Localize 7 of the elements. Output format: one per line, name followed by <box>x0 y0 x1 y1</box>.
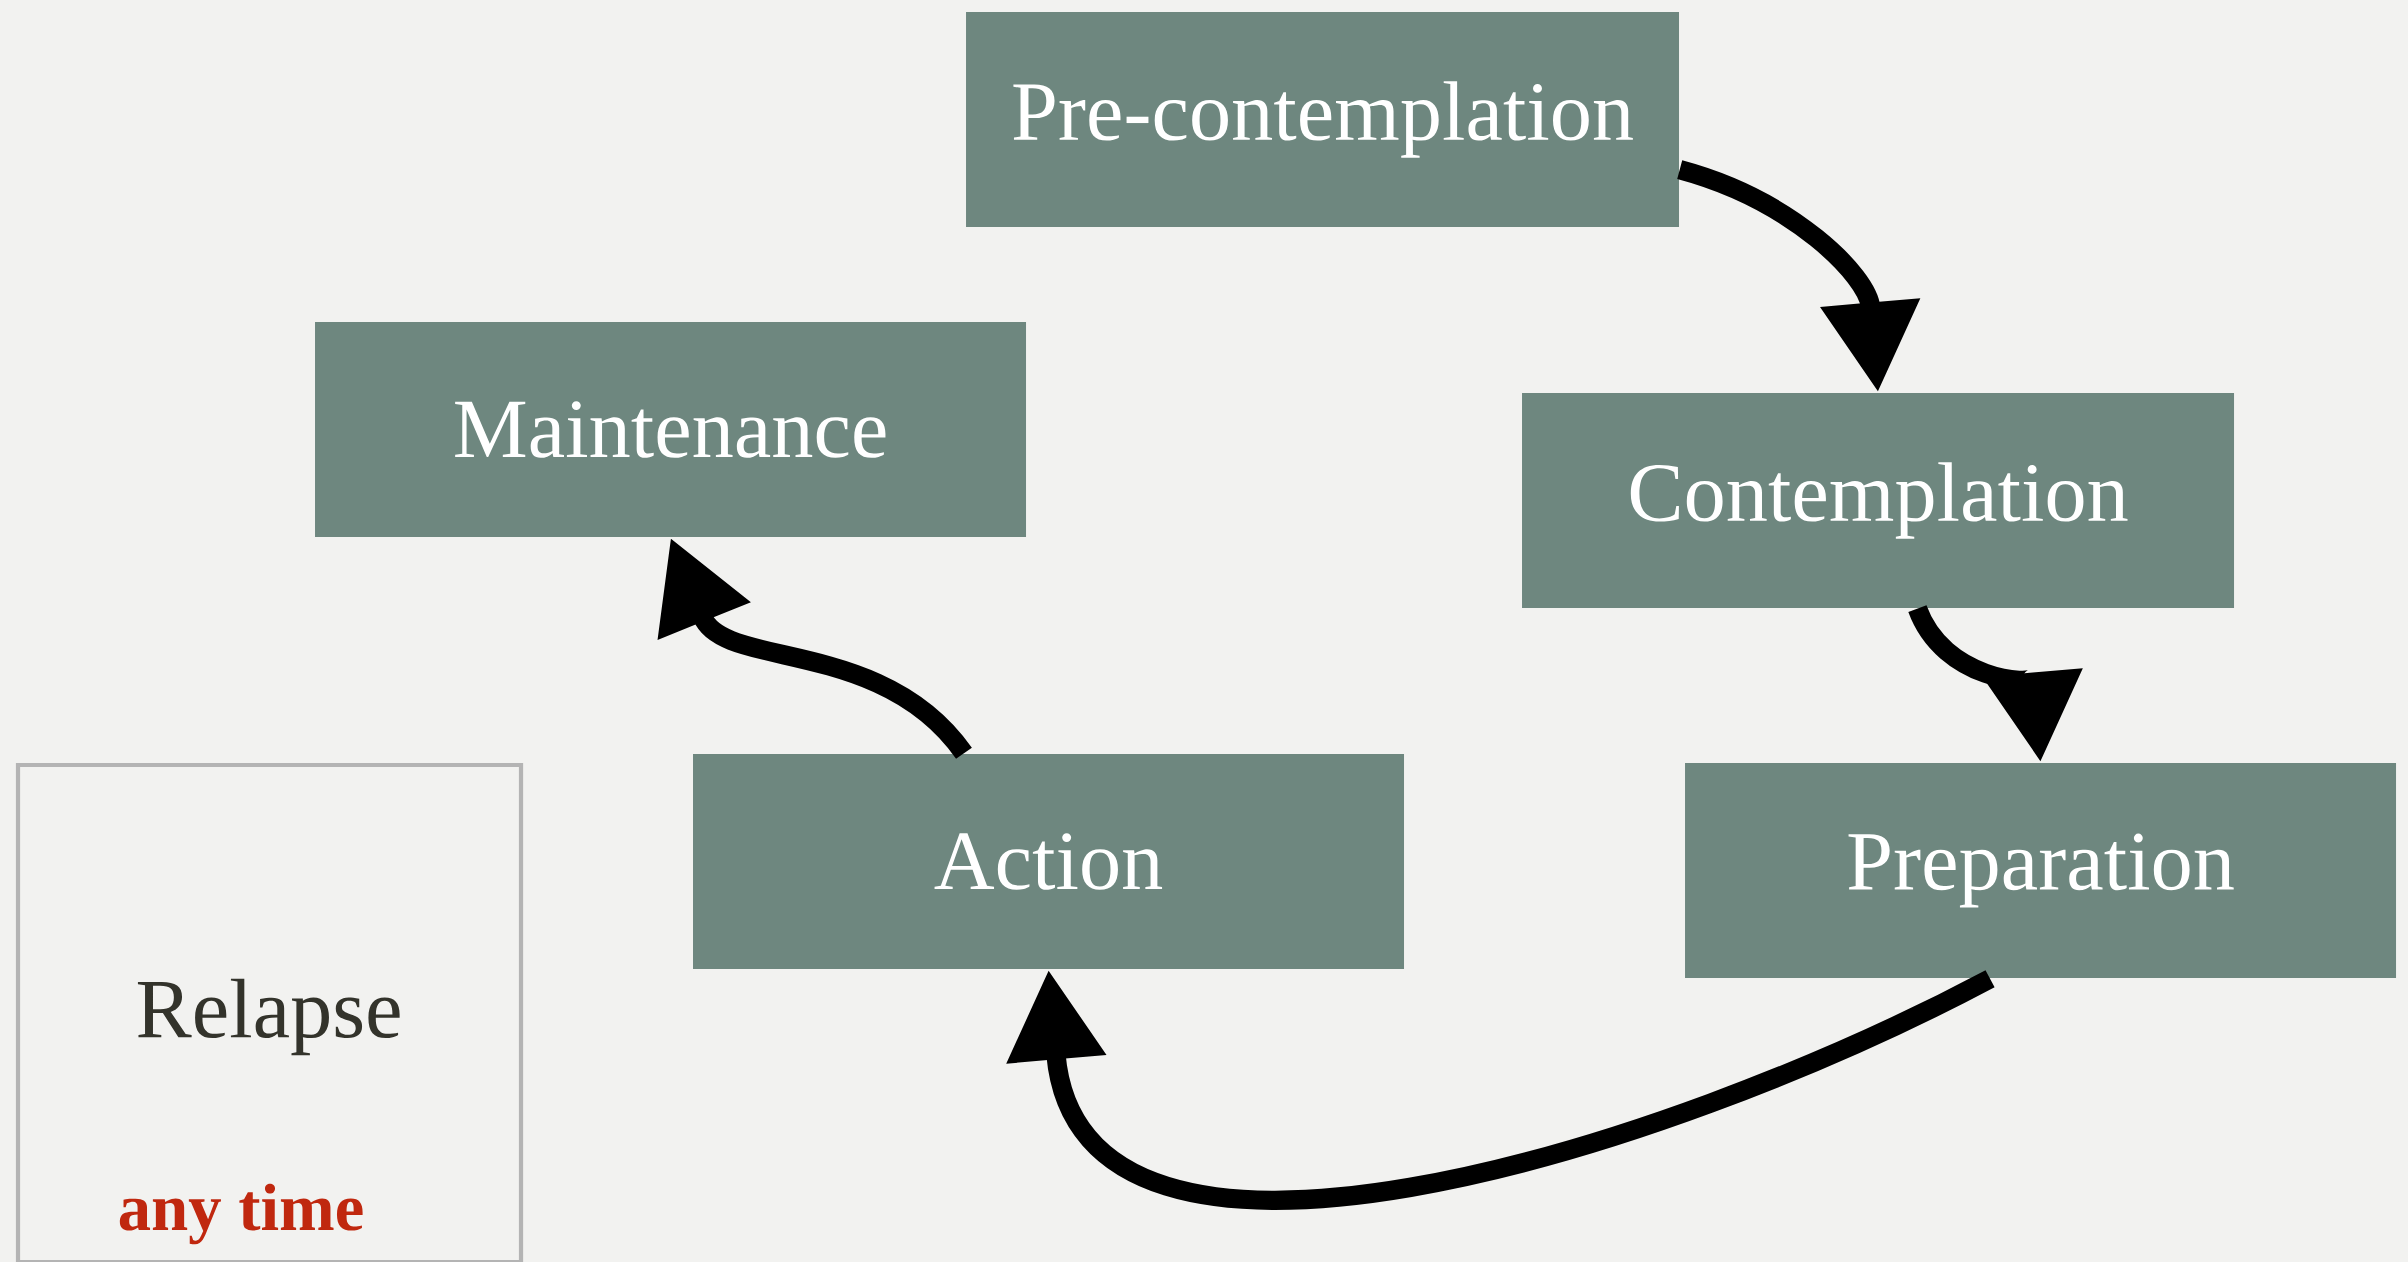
stage-box: Maintenance <box>315 322 1026 537</box>
relapse-box: Relapse any time <box>15 762 524 1262</box>
stage-box: Pre-contemplation <box>966 12 1679 227</box>
arrow <box>1006 970 1995 1209</box>
stage-box: Action <box>693 754 1404 969</box>
stage-box: Contemplation <box>1522 392 2235 608</box>
stage-box: Preparation <box>1685 763 2397 978</box>
